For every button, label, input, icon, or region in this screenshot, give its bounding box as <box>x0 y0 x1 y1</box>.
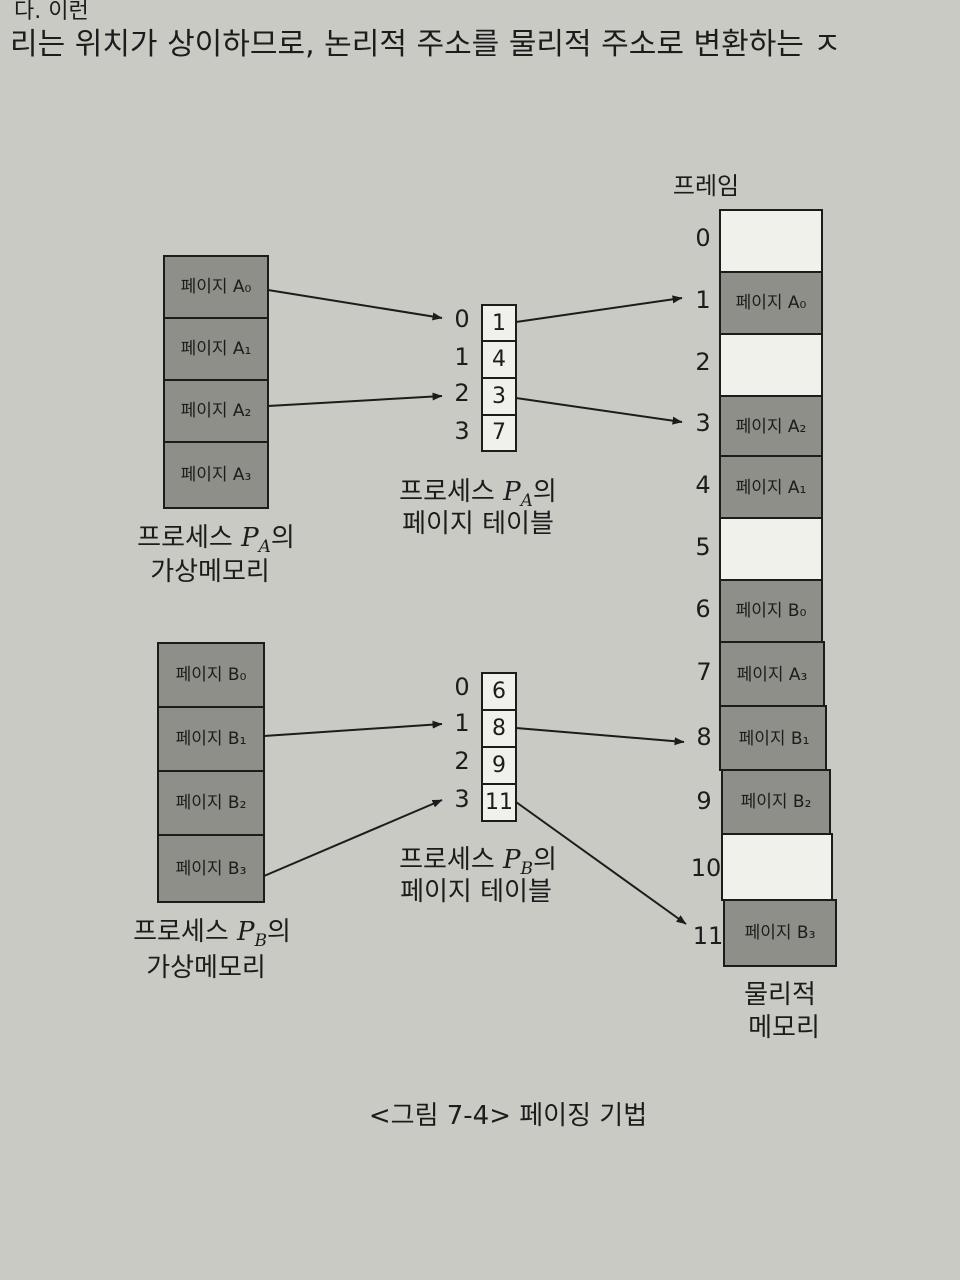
table-frame-value: 11 <box>485 790 513 815</box>
process-a-label-line2: 가상메모리 <box>150 557 270 587</box>
table-frame-value: 6 <box>492 679 506 704</box>
table-index: 0 <box>454 305 469 333</box>
frame-content: 페이지 B₀ <box>736 601 807 621</box>
frame-number: 2 <box>695 348 710 376</box>
arrow-b1-to-table <box>263 720 443 737</box>
frame-1: 1 페이지 A₀ <box>695 271 823 335</box>
frame-11: 11 페이지 B₃ <box>693 899 837 967</box>
physical-memory: 0 1 페이지 A₀ 2 3 페이지 A₂ 4 페이지 A₁ 5 6 페이지 <box>691 209 837 967</box>
table-index: 2 <box>454 379 469 407</box>
table-index: 3 <box>454 785 469 813</box>
process-b-page-3: 페이지 B₃ <box>157 834 265 903</box>
page-label: 페이지 A₀ <box>181 277 252 297</box>
process-a-table-caption-line2: 페이지 테이블 <box>402 509 554 539</box>
physical-memory-label-line1: 물리적 <box>744 980 816 1010</box>
table-frame-value: 9 <box>492 753 506 778</box>
page-label: 페이지 A₃ <box>181 465 252 485</box>
table-frame-value: 8 <box>492 716 506 741</box>
physical-memory-label-line2: 메모리 <box>748 1013 820 1043</box>
frame-number: 4 <box>695 471 710 499</box>
frame-content: 페이지 B₃ <box>745 923 816 943</box>
process-a-virtual-memory: 페이지 A₀ 페이지 A₁ 페이지 A₂ 페이지 A₃ <box>163 255 269 509</box>
process-b-table-caption-line2: 페이지 테이블 <box>400 877 552 907</box>
page-label: 페이지 A₁ <box>181 339 252 359</box>
frame-header: 프레임 <box>673 172 739 200</box>
frame-3: 3 페이지 A₂ <box>695 395 823 457</box>
table-frame-value: 7 <box>492 420 506 445</box>
page-label: 페이지 B₀ <box>176 665 247 685</box>
intro-line: 리는 위치가 상이하므로, 논리적 주소를 물리적 주소로 변환하는 ㅈ <box>10 27 841 62</box>
frame-number: 1 <box>695 286 710 314</box>
process-a-page-2: 페이지 A₂ <box>163 379 269 443</box>
table-frame-value: 3 <box>492 384 506 409</box>
frame-content: 페이지 A₂ <box>736 417 807 437</box>
table-frame-value: 1 <box>492 311 506 336</box>
frame-8: 8 페이지 B₁ <box>696 705 827 771</box>
table-index: 0 <box>454 673 469 701</box>
arrow-table-b-to-frame-11 <box>515 801 687 925</box>
process-a-page-table: 0 1 2 3 1 4 3 7 <box>454 304 517 452</box>
frame-7: 7 페이지 A₃ <box>696 641 825 707</box>
arrow-table-b-to-frame-8 <box>515 727 685 746</box>
table-index: 1 <box>454 709 469 737</box>
frame-content: 페이지 A₁ <box>736 478 807 498</box>
frame-content: 페이지 B₁ <box>739 729 810 749</box>
arrow-a0-to-table <box>267 289 443 321</box>
frame-number: 0 <box>695 224 710 252</box>
page-label: 페이지 B₃ <box>176 859 247 879</box>
process-a-table-caption-line1: 프로세스 PA의 <box>399 477 557 511</box>
process-a-page-3: 페이지 A₃ <box>163 441 269 509</box>
process-b-label-line2: 가상메모리 <box>146 953 266 983</box>
process-a-page-0: 페이지 A₀ <box>163 255 269 319</box>
frame-content: 페이지 A₃ <box>737 665 808 685</box>
figure-caption: <그림 7-4> 페이징 기법 <box>369 1101 647 1131</box>
process-a-page-1: 페이지 A₁ <box>163 317 269 381</box>
table-index: 1 <box>454 343 469 371</box>
frame-10: 10 <box>691 833 833 901</box>
process-b-virtual-memory: 페이지 B₀ 페이지 B₁ 페이지 B₂ 페이지 B₃ <box>157 642 265 903</box>
process-b-page-2: 페이지 B₂ <box>157 770 265 836</box>
process-a-label-line1: 프로세스 PA의 <box>137 523 295 557</box>
frame-6: 6 페이지 B₀ <box>695 579 823 643</box>
page-label: 페이지 B₂ <box>176 793 247 813</box>
frame-2: 2 <box>695 333 823 397</box>
process-b-page-table: 0 1 2 3 6 8 9 11 <box>454 672 517 822</box>
frame-number: 7 <box>696 658 711 686</box>
page-label: 페이지 A₂ <box>181 401 252 421</box>
frame-0: 0 <box>695 209 823 273</box>
arrow-b3-to-table <box>263 799 443 877</box>
page-label: 페이지 B₁ <box>176 729 247 749</box>
arrow-table-a-to-frame-3 <box>515 397 683 425</box>
top-text-partial: 다. 이런 <box>14 0 89 24</box>
arrow-a2-to-table <box>267 392 443 407</box>
process-b-table-caption-line1: 프로세스 PB의 <box>399 845 557 879</box>
frame-number: 3 <box>695 409 710 437</box>
table-index: 3 <box>454 417 469 445</box>
frame-number: 5 <box>695 533 710 561</box>
frame-number: 9 <box>696 787 711 815</box>
frame-5: 5 <box>695 517 823 581</box>
frame-number: 10 <box>691 854 722 882</box>
frame-number: 6 <box>695 595 710 623</box>
table-frame-value: 4 <box>492 347 506 372</box>
mapping-arrows <box>263 289 687 925</box>
process-b-page-0: 페이지 B₀ <box>157 642 265 708</box>
table-index: 2 <box>454 747 469 775</box>
frame-number: 11 <box>693 922 724 950</box>
frame-content: 페이지 A₀ <box>736 293 807 313</box>
process-b-page-1: 페이지 B₁ <box>157 706 265 772</box>
frame-number: 8 <box>696 723 711 751</box>
frame-4: 4 페이지 A₁ <box>695 455 823 519</box>
process-b-label-line1: 프로세스 PB의 <box>133 917 291 951</box>
frame-9: 9 페이지 B₂ <box>696 769 831 835</box>
frame-content: 페이지 B₂ <box>741 792 812 812</box>
arrow-table-a-to-frame-1 <box>515 295 683 323</box>
